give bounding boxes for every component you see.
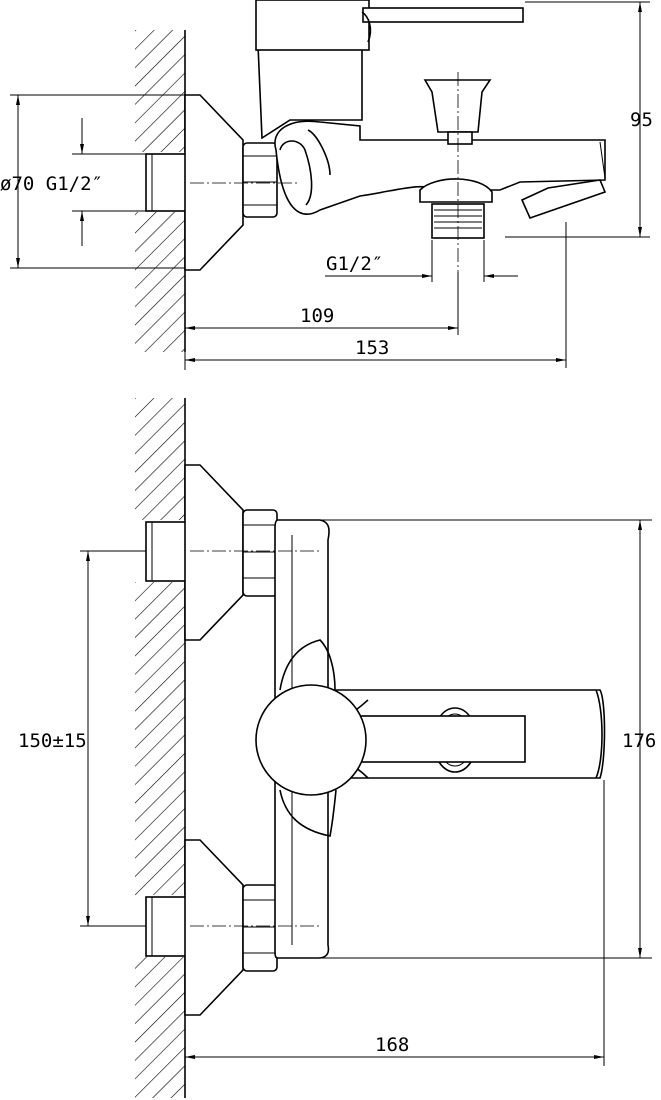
dim-flange-label: ø70 G1/2″ xyxy=(0,173,103,195)
dim-outlet-thread-label: G1/2″ xyxy=(326,253,383,275)
dim-150: 150±15 xyxy=(18,550,146,927)
dim-153-label: 153 xyxy=(355,337,389,359)
dim-153: 153 xyxy=(185,222,567,368)
shower-outlet-side xyxy=(419,178,493,239)
wall-flange-upper xyxy=(184,464,244,641)
plan-view: 150±15 176 168 xyxy=(18,398,656,1098)
inlet-pipe-top xyxy=(135,152,187,212)
dim-95-label: 95 xyxy=(630,109,653,131)
dim-176-label: 176 xyxy=(622,730,656,752)
hex-nut-upper xyxy=(242,509,278,597)
wall-flange-lower xyxy=(184,839,244,1016)
dim-176: 176 xyxy=(320,519,656,959)
dim-flange-diameter: ø70 G1/2″ xyxy=(0,94,185,269)
wall-flange-top xyxy=(184,94,244,271)
dim-95: 95 xyxy=(505,1,653,238)
dim-168-label: 168 xyxy=(375,1034,409,1056)
dim-109-label: 109 xyxy=(300,305,334,327)
hex-nut-top xyxy=(242,142,278,218)
mixer-cap-front xyxy=(255,684,367,796)
hex-nut-lower xyxy=(242,884,278,972)
dim-168: 168 xyxy=(185,780,605,1066)
diverter-knob-side xyxy=(423,79,492,145)
mixer-lever-front xyxy=(344,699,526,779)
spout-tip-side xyxy=(520,179,607,219)
inlet-pipe-lower xyxy=(135,895,187,957)
wall-hatch-bottom xyxy=(135,398,186,1098)
side-view: 95 ø70 G1/2″ G1/2″ 109 xyxy=(0,0,653,370)
dim-outlet-thread: G1/2″ xyxy=(325,240,518,282)
mixer-lever-side xyxy=(255,0,524,51)
dim-109: 109 xyxy=(184,272,459,370)
mixer-body-side xyxy=(257,44,606,215)
dim-150-label: 150±15 xyxy=(18,730,87,752)
